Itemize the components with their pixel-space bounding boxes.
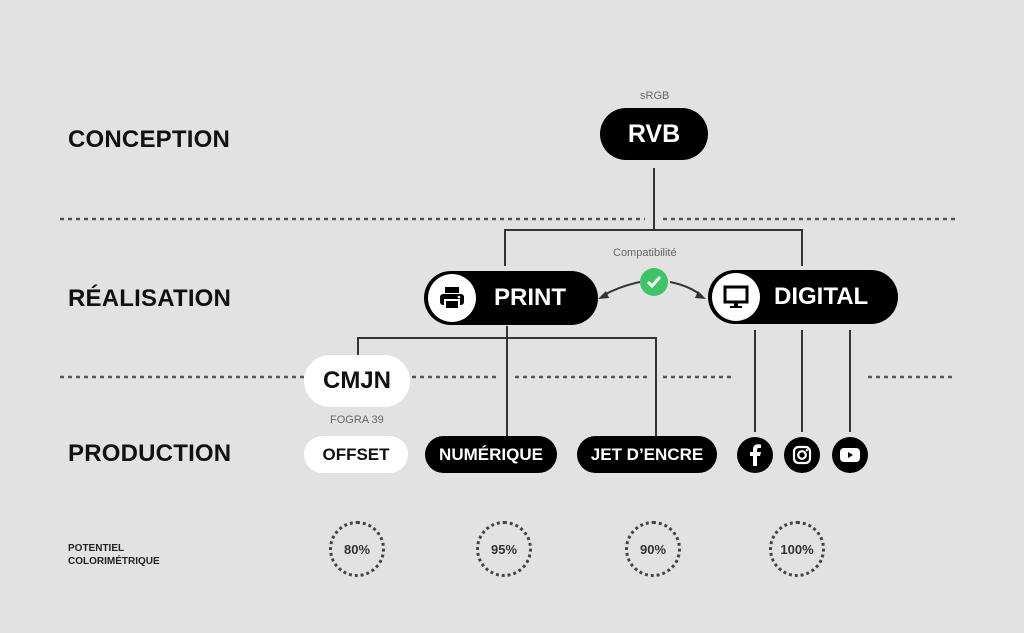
digital-label: DIGITAL <box>774 283 869 310</box>
offset-node: OFFSET <box>304 436 408 473</box>
instagram-icon <box>784 437 820 473</box>
row-label-production: PRODUCTION <box>68 440 232 467</box>
printer-icon <box>428 274 476 322</box>
youtube-icon <box>832 437 868 473</box>
row-label-realisation: RÉALISATION <box>68 285 232 312</box>
potentiel-line-2: COLORIMÉTRIQUE <box>68 556 160 567</box>
monitor-icon <box>712 273 760 321</box>
cmjn-node: CMJN <box>304 355 410 407</box>
digital-node: DIGITAL <box>708 270 898 324</box>
print-node: PRINT <box>424 271 598 325</box>
numerique-node: NUMÉRIQUE <box>425 436 557 473</box>
compatibility-label: Compatibilité <box>613 247 677 259</box>
jet-encre-node: JET D’ENCRE <box>577 436 717 473</box>
row-label-conception: CONCEPTION <box>68 126 231 153</box>
row-label-potentiel: POTENTIEL COLORIMÉTRIQUE <box>68 542 160 568</box>
potential-digital: 100% <box>769 521 825 577</box>
cmjn-caption: FOGRA 39 <box>330 414 384 426</box>
print-label: PRINT <box>494 284 566 311</box>
potential-numerique: 95% <box>476 521 532 577</box>
potentiel-line-1: POTENTIEL <box>68 543 125 554</box>
potential-offset: 80% <box>329 521 385 577</box>
rvb-node: RVB <box>600 108 708 160</box>
potential-jet-encre: 90% <box>625 521 681 577</box>
facebook-icon <box>737 437 773 473</box>
check-icon <box>640 268 668 296</box>
rvb-caption: sRGB <box>640 90 670 102</box>
